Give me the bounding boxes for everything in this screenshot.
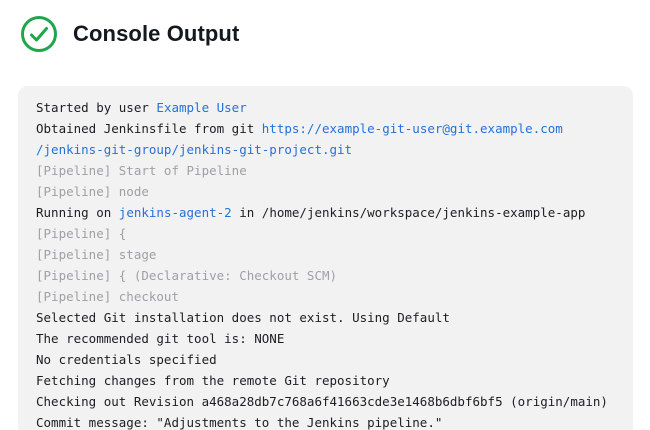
console-line: Checking out Revision a468a28db7c768a6f4… xyxy=(36,391,615,412)
console-line: [Pipeline] stage xyxy=(36,244,615,265)
console-line: Fetching changes from the remote Git rep… xyxy=(36,370,615,391)
console-link[interactable]: /jenkins-git-group/jenkins-git-project.g… xyxy=(36,142,353,157)
console-line: [Pipeline] { xyxy=(36,223,615,244)
console-text: [Pipeline] checkout xyxy=(36,289,179,304)
console-text: Running on xyxy=(36,205,119,220)
console-text: Commit message: "Adjustments to the Jenk… xyxy=(36,415,443,430)
console-text: [Pipeline] Start of Pipeline xyxy=(36,163,247,178)
console-line: [Pipeline] node xyxy=(36,181,615,202)
console-text: in /home/jenkins/workspace/jenkins-examp… xyxy=(231,205,586,220)
console-text: Started by user xyxy=(36,100,157,115)
console-line: Commit message: "Adjustments to the Jenk… xyxy=(36,412,615,430)
success-check-icon xyxy=(20,15,58,53)
console-link[interactable]: jenkins-agent-2 xyxy=(118,205,232,220)
console-line: Selected Git installation does not exist… xyxy=(36,307,615,328)
console-text: Checking out Revision a468a28db7c768a6f4… xyxy=(36,394,608,409)
console-text: The recommended git tool is: NONE xyxy=(36,331,285,346)
console-text: [Pipeline] stage xyxy=(36,247,157,262)
console-line: The recommended git tool is: NONE xyxy=(36,328,615,349)
console-link[interactable]: https://example-git-user@git.example.com xyxy=(261,121,563,136)
console-text: No credentials specified xyxy=(36,352,217,367)
console-line: Obtained Jenkinsfile from git https://ex… xyxy=(36,118,615,139)
console-line: Started by user Example User xyxy=(36,97,615,118)
console-text: [Pipeline] node xyxy=(36,184,149,199)
console-text: Selected Git installation does not exist… xyxy=(36,310,450,325)
console-line: /jenkins-git-group/jenkins-git-project.g… xyxy=(36,139,615,160)
console-line: [Pipeline] checkout xyxy=(36,286,615,307)
page-header: Console Output xyxy=(0,0,650,55)
page-title: Console Output xyxy=(73,21,240,46)
console-text: [Pipeline] { xyxy=(36,226,127,241)
console-text: Obtained Jenkinsfile from git xyxy=(36,121,262,136)
console-line: Running on jenkins-agent-2 in /home/jenk… xyxy=(36,202,615,223)
console-line: [Pipeline] { (Declarative: Checkout SCM) xyxy=(36,265,615,286)
console-line: No credentials specified xyxy=(36,349,615,370)
console-link[interactable]: Example User xyxy=(156,100,247,115)
console-line: [Pipeline] Start of Pipeline xyxy=(36,160,615,181)
console-text: Fetching changes from the remote Git rep… xyxy=(36,373,390,388)
console-text: [Pipeline] { (Declarative: Checkout SCM) xyxy=(36,268,338,283)
